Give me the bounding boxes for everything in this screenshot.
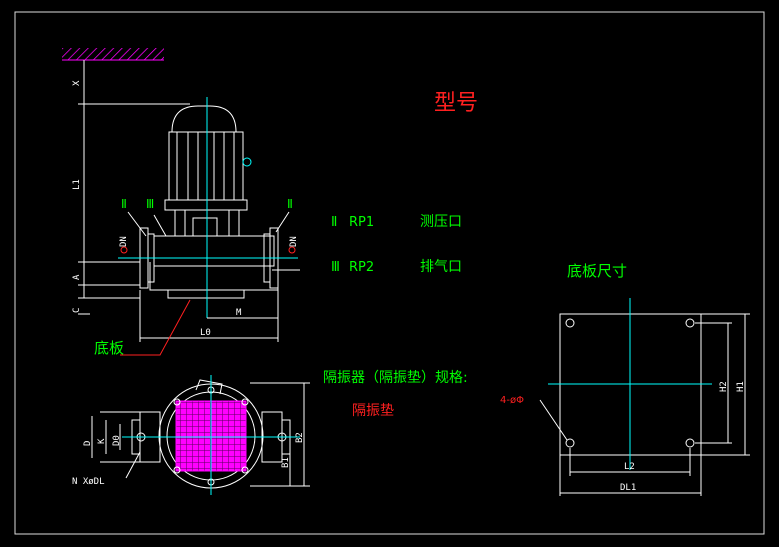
- base-label: 底板: [94, 339, 124, 357]
- holes-label: 4-øΦ: [500, 395, 524, 406]
- port-mark-iii: Ⅲ: [146, 197, 154, 211]
- port-ii-right-marker: [288, 246, 296, 254]
- dim-H1: H1: [736, 381, 746, 392]
- port-2-desc: 排气口: [420, 259, 462, 275]
- dim-L0: L0: [200, 328, 211, 338]
- port-2-code: RP2: [349, 260, 374, 275]
- pump-front-view: [118, 105, 298, 299]
- dim-L1: L1: [72, 179, 82, 190]
- dim-C: C: [72, 308, 82, 313]
- port-2-mark: Ⅲ: [331, 260, 340, 275]
- port-mark-ii-left: Ⅱ: [121, 197, 127, 211]
- port-1-desc: 测压口: [420, 214, 462, 230]
- port-1-mark: Ⅱ: [331, 215, 337, 230]
- port-mark-ii-right: Ⅱ: [287, 197, 293, 211]
- dim-D: D: [83, 441, 93, 446]
- plate-title: 底板尺寸: [567, 262, 627, 280]
- dim-DL1: DL1: [620, 483, 636, 493]
- dim-H2: H2: [719, 381, 729, 392]
- dim-X: X: [72, 80, 82, 86]
- pump-top-view: [91, 379, 310, 489]
- dim-D0: D0: [112, 435, 122, 446]
- horizontal-dimensions: [139, 269, 300, 342]
- dim-NxDL: N XøDL: [72, 477, 105, 487]
- port-ii-left-marker: [120, 246, 128, 254]
- dim-A: A: [72, 274, 82, 280]
- leader-iii: [153, 214, 167, 237]
- dim-B2: B2: [295, 432, 305, 443]
- nxdl-leader: [125, 451, 141, 479]
- vertical-dimension-chain: [78, 60, 190, 315]
- dim-DN-right: DN: [289, 236, 299, 247]
- junction-box: [242, 157, 252, 167]
- leader-ii-left: [127, 211, 147, 237]
- base-plate: [539, 313, 750, 496]
- model-title: 型号: [434, 91, 478, 116]
- dim-B1: B1: [281, 457, 291, 468]
- port-1-code: RP1: [349, 215, 374, 230]
- isolator-value: 隔振垫: [352, 403, 394, 419]
- leader-ii-right: [275, 211, 290, 233]
- dim-L2: L2: [624, 462, 635, 472]
- base-leader: [120, 299, 191, 356]
- isolator-spec: 隔振器（隔振垫）规格:: [323, 370, 468, 386]
- dim-M: M: [236, 308, 242, 318]
- ceiling-hatch: [62, 48, 164, 61]
- dim-DN-left: DN: [119, 236, 129, 247]
- drawing-border: [14, 11, 765, 535]
- dim-K: K: [97, 438, 107, 444]
